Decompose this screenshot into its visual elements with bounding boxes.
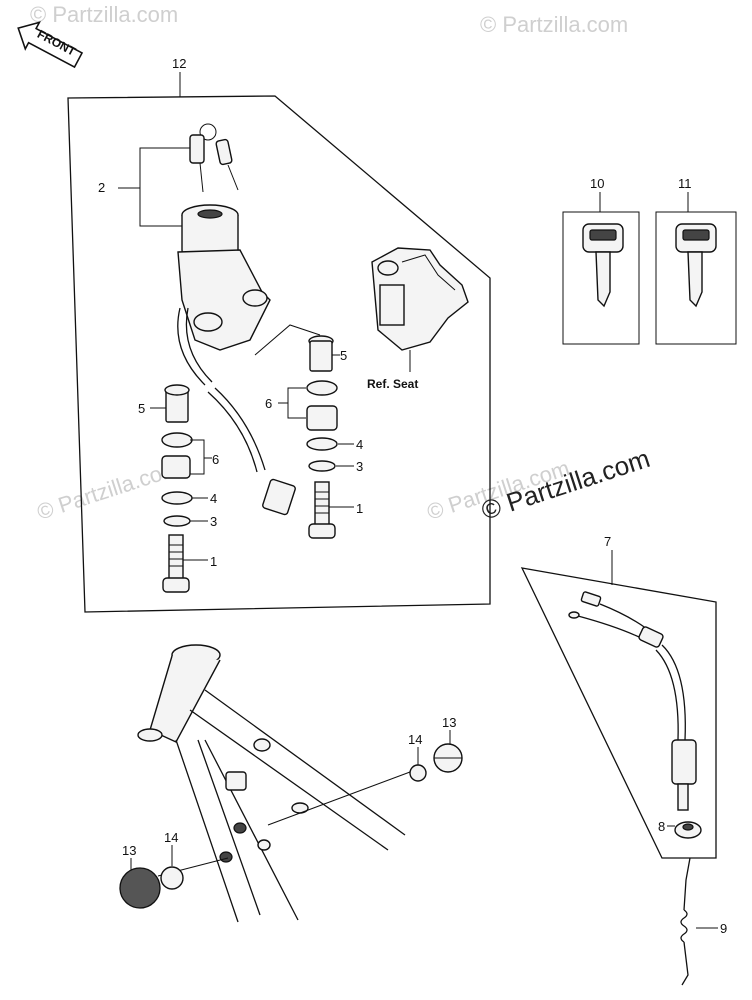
callout-3-right: 3 bbox=[356, 459, 363, 474]
callout-2: 2 bbox=[98, 180, 105, 195]
frame-steering-head-icon bbox=[137, 644, 406, 923]
key-set-icon bbox=[189, 123, 239, 193]
callout-11: 11 bbox=[678, 176, 692, 191]
indicator-assembly-outline bbox=[520, 567, 717, 859]
callout-5-right: 5 bbox=[340, 348, 347, 363]
bracket-bolts-icon bbox=[219, 738, 309, 863]
watermark-top-right: © Partzilla.com bbox=[480, 12, 628, 37]
callout-14-left: 14 bbox=[164, 830, 178, 845]
spring-icon bbox=[680, 857, 691, 986]
callout-8: 8 bbox=[658, 819, 665, 834]
right-fastener-stack bbox=[306, 335, 338, 539]
callout-7: 7 bbox=[604, 534, 611, 549]
callout-6-right: 6 bbox=[265, 396, 272, 411]
ignition-switch-kit-outline bbox=[67, 95, 491, 613]
callout-3-left: 3 bbox=[210, 514, 217, 529]
reflector-left-icon bbox=[119, 866, 184, 909]
key-blank-10-frame bbox=[562, 211, 640, 345]
left-fastener-stack bbox=[161, 384, 193, 593]
callout-9: 9 bbox=[720, 921, 727, 936]
watermark-middle-left: © Partzilla.com bbox=[34, 455, 183, 525]
indicator-wire-icon bbox=[568, 591, 697, 811]
front-arrow-icon bbox=[17, 21, 84, 69]
callout-4-right: 4 bbox=[356, 437, 363, 452]
callout-5-left: 5 bbox=[138, 401, 145, 416]
callout-13-left: 13 bbox=[122, 843, 136, 858]
callout-10: 10 bbox=[590, 176, 604, 191]
callout-4-left: 4 bbox=[210, 491, 217, 506]
connector-icon bbox=[262, 478, 296, 516]
reflector-right-icon bbox=[409, 743, 463, 782]
callout-6-left: 6 bbox=[212, 452, 219, 467]
watermark-top-left: © Partzilla.com bbox=[30, 2, 178, 27]
reference-seat-label: Ref. Seat bbox=[367, 377, 418, 391]
callout-1-right: 1 bbox=[356, 501, 363, 516]
key-blank-11-icon bbox=[675, 223, 717, 308]
callout-1-left: 1 bbox=[210, 554, 217, 569]
callout-13-right: 13 bbox=[442, 715, 456, 730]
key-blank-10-icon bbox=[582, 223, 624, 308]
seat-lock-icon bbox=[371, 247, 469, 351]
ignition-switch-body-icon bbox=[177, 204, 271, 351]
key-blank-11-frame bbox=[655, 211, 737, 345]
callout-12: 12 bbox=[172, 56, 186, 71]
callout-14-right: 14 bbox=[408, 732, 422, 747]
nut-icon bbox=[674, 821, 702, 839]
